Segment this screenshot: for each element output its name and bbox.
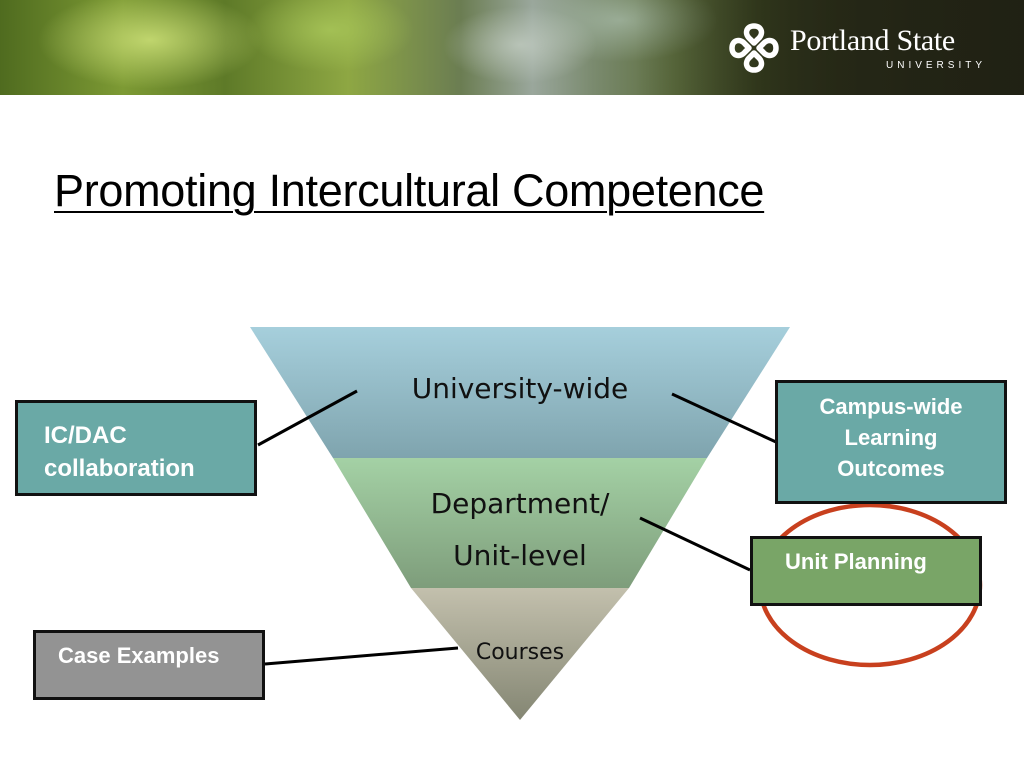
connector-icdac <box>257 389 358 447</box>
campus-box-line1: Campus-wide <box>819 394 963 419</box>
connector-campus <box>671 392 777 444</box>
case-examples-box: Case Examples <box>33 630 265 700</box>
campus-wide-outcomes-box: Campus-wide Learning Outcomes <box>775 380 1007 504</box>
campus-box-line3: Outcomes <box>837 456 945 481</box>
university-logo: Portland State UNIVERSITY <box>728 20 993 76</box>
header-banner-shade <box>0 0 1024 95</box>
icdac-collaboration-box: IC/DAC collaboration <box>15 400 257 496</box>
slide-title: Promoting Intercultural Competence <box>54 165 765 216</box>
pyramid-label-department-line1: Department/ <box>430 487 610 520</box>
pyramid-label-courses: Courses <box>475 640 565 665</box>
pyramid-top-segment <box>250 327 790 458</box>
connector-case-examples <box>264 646 459 666</box>
pyramid-label-department: Department/ Unit-level <box>370 478 670 582</box>
pyramid-label-university: University-wide <box>411 372 629 405</box>
connector-unit-planning <box>639 516 751 572</box>
pyramid-bottom-segment <box>411 588 629 720</box>
logo-wordmark: Portland State <box>790 24 955 57</box>
pyramid-middle-segment <box>333 458 707 588</box>
campus-box-line2: Learning <box>844 425 938 450</box>
unit-planning-box: Unit Planning <box>750 536 982 606</box>
logo-subtitle: UNIVERSITY <box>886 60 987 71</box>
icdac-box-line1: IC/DAC <box>44 422 127 449</box>
psu-logo-icon <box>729 23 779 73</box>
pyramid-label-department-line2: Unit-level <box>453 539 587 572</box>
icdac-box-line2: collaboration <box>44 455 195 482</box>
